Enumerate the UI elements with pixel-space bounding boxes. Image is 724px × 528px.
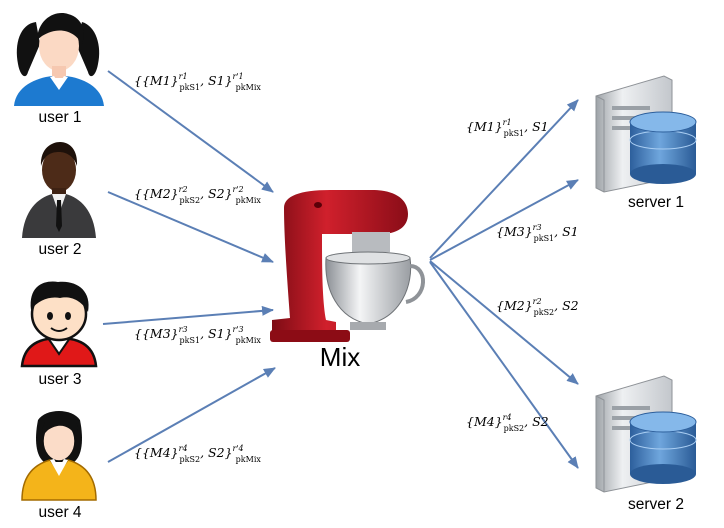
arrow-mix-to-server2-a bbox=[429, 260, 579, 385]
incoming-arrows bbox=[102, 70, 276, 463]
stand-mixer-icon bbox=[270, 190, 425, 342]
server-1-label: server 1 bbox=[628, 194, 684, 211]
arrow-mix-to-server1-a bbox=[429, 99, 579, 259]
arrow-user3-to-mix bbox=[102, 305, 274, 325]
user-1-label: user 1 bbox=[38, 109, 81, 126]
arrow-mix-to-server2-b bbox=[429, 261, 579, 469]
arrow-user4-to-mix bbox=[107, 367, 276, 463]
server-database-icon bbox=[595, 375, 697, 493]
user-2-label: user 2 bbox=[38, 241, 81, 258]
woman-blue-shirt-icon bbox=[14, 13, 104, 106]
arrow-mix-to-server1-b bbox=[429, 179, 579, 261]
man-dark-suit-icon bbox=[22, 142, 96, 238]
server-2-label: server 2 bbox=[628, 496, 684, 513]
cartoon-boy-red-shirt-icon bbox=[20, 281, 98, 368]
mix-label: Mix bbox=[320, 342, 360, 372]
arrow-user2-to-mix bbox=[107, 191, 274, 263]
arrow-user1-to-mix bbox=[107, 70, 274, 193]
user-3-label: user 3 bbox=[38, 371, 81, 388]
outgoing-arrows bbox=[429, 99, 579, 469]
server-database-icon bbox=[595, 75, 697, 193]
woman-yellow-jacket-icon bbox=[21, 411, 97, 501]
user-4-label: user 4 bbox=[38, 504, 81, 521]
